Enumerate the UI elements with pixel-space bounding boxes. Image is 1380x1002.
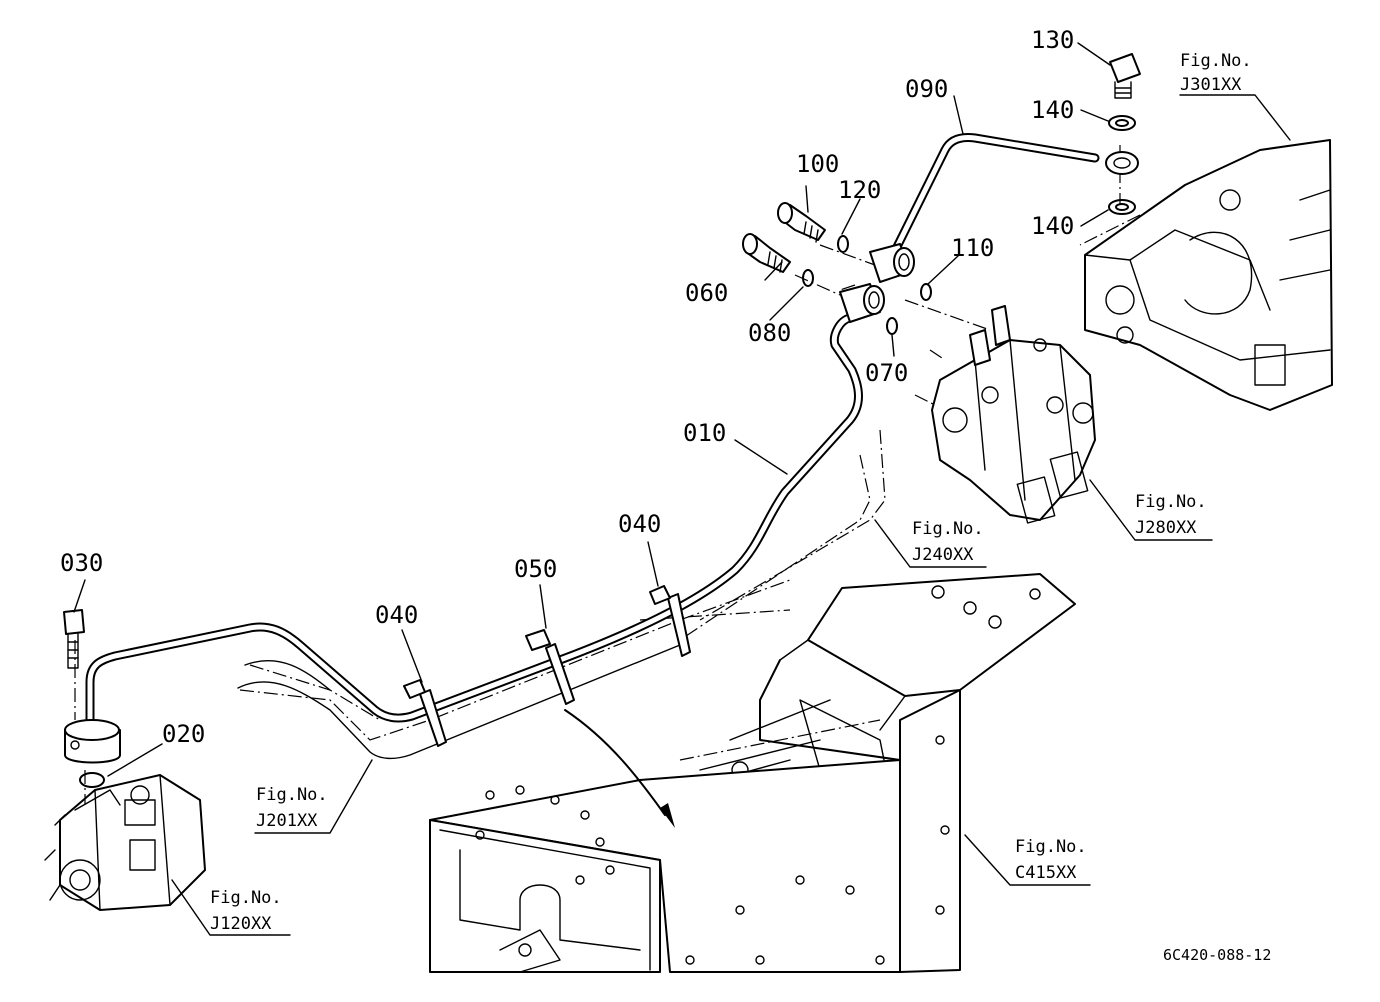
fig-j201-prefix: Fig.No. bbox=[256, 785, 328, 805]
pipe-010 bbox=[85, 313, 863, 760]
part-020-label: 020 bbox=[162, 720, 205, 748]
part-060-label: 060 bbox=[685, 279, 728, 307]
part-090-label: 090 bbox=[905, 75, 948, 103]
fig-c415-prefix: Fig.No. bbox=[1015, 837, 1087, 857]
fig-j301-number: J301XX bbox=[1180, 75, 1242, 95]
part-numbers: 130 140 140 090 100 120 110 060 080 070 … bbox=[60, 26, 1074, 748]
part-140-label-top: 140 bbox=[1031, 96, 1074, 124]
pipe-090 bbox=[888, 133, 1100, 260]
hitch-housing bbox=[1084, 139, 1333, 411]
part-070-label: 070 bbox=[865, 359, 908, 387]
assembly-arrow bbox=[564, 709, 675, 828]
small-parts bbox=[63, 53, 1141, 788]
part-100-label: 100 bbox=[796, 150, 839, 178]
part-130-label: 130 bbox=[1031, 26, 1074, 54]
fig-c415-number: C415XX bbox=[1015, 863, 1077, 883]
part-120-label: 120 bbox=[838, 176, 881, 204]
fig-j120-prefix: Fig.No. bbox=[210, 888, 282, 908]
part-110-label: 110 bbox=[951, 234, 994, 262]
fig-j120-number: J120XX bbox=[210, 914, 272, 934]
control-valve bbox=[931, 305, 1096, 524]
hydraulic-pump bbox=[44, 774, 206, 911]
part-040-label-left: 040 bbox=[375, 601, 418, 629]
part-080-label: 080 bbox=[748, 319, 791, 347]
fig-j280-number: J280XX bbox=[1135, 518, 1197, 538]
fig-j280-prefix: Fig.No. bbox=[1135, 492, 1207, 512]
part-030-label: 030 bbox=[60, 549, 103, 577]
fig-j301-prefix: Fig.No. bbox=[1180, 51, 1252, 71]
figure-references: Fig.No. J301XX Fig.No. J280XX Fig.No. J2… bbox=[210, 51, 1252, 934]
part-140-label-bottom: 140 bbox=[1031, 212, 1074, 240]
leader-lines bbox=[73, 42, 1291, 936]
part-040-label-right: 040 bbox=[618, 510, 661, 538]
fig-j240-number: J240XX bbox=[912, 545, 974, 565]
drawing-code: 6C420-088-12 bbox=[1163, 946, 1271, 964]
frame-chassis bbox=[429, 573, 1076, 973]
part-050-label: 050 bbox=[514, 555, 557, 583]
part-010-label: 010 bbox=[683, 419, 726, 447]
fig-j240-prefix: Fig.No. bbox=[912, 519, 984, 539]
fig-j201-number: J201XX bbox=[256, 811, 318, 831]
